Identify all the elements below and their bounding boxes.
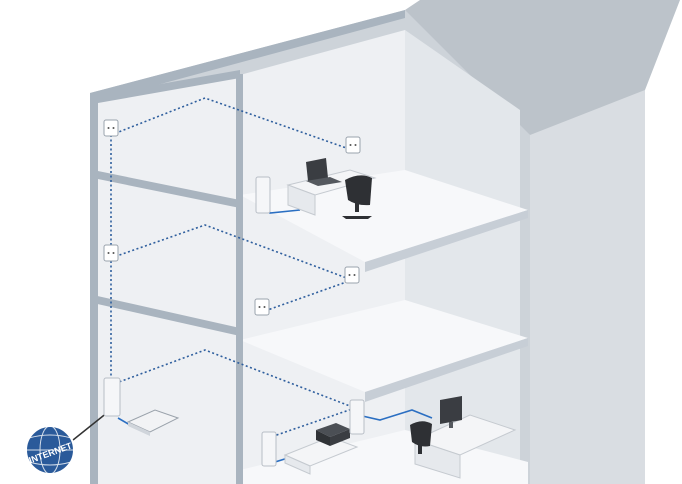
wall-outlet-adapter-icon	[103, 244, 119, 262]
frame-roof-top-edge	[98, 70, 240, 103]
printer-desk-front	[284, 454, 311, 475]
router-icon	[126, 409, 180, 436]
interior-right-wall	[405, 30, 520, 484]
wall-outlet-adapter-icon	[344, 266, 360, 284]
desk-top-front	[287, 184, 316, 216]
floor-slab-mid-edge	[365, 338, 528, 402]
left-floor-1	[93, 295, 240, 336]
frame-left-wall	[90, 93, 98, 484]
floor-slab-top-edge	[365, 210, 528, 272]
powerline-wiring	[110, 97, 356, 439]
adapter-ground-mid	[261, 431, 277, 467]
printer-icon	[316, 423, 350, 446]
office-chair-icon	[410, 421, 432, 454]
adapter-ground-left	[103, 377, 121, 417]
left-floor-2	[93, 170, 240, 208]
office-desk-front	[414, 439, 461, 479]
frame-middle-column	[236, 74, 243, 484]
wall-outlet-adapter-icon	[103, 119, 119, 137]
wall-outlet-adapter-icon	[254, 298, 270, 316]
frame-roof-left	[90, 10, 405, 101]
internet-cable	[72, 411, 109, 441]
laptop-icon	[306, 158, 342, 186]
adapter-plugged-top	[255, 176, 271, 214]
wall-outlet-adapter-icon	[345, 136, 361, 154]
globe-icon	[25, 425, 75, 475]
adapter-ground-right	[349, 399, 365, 435]
office-chair-icon	[342, 175, 372, 219]
floor-slab-mid	[240, 300, 528, 392]
monitor-icon	[440, 396, 462, 428]
